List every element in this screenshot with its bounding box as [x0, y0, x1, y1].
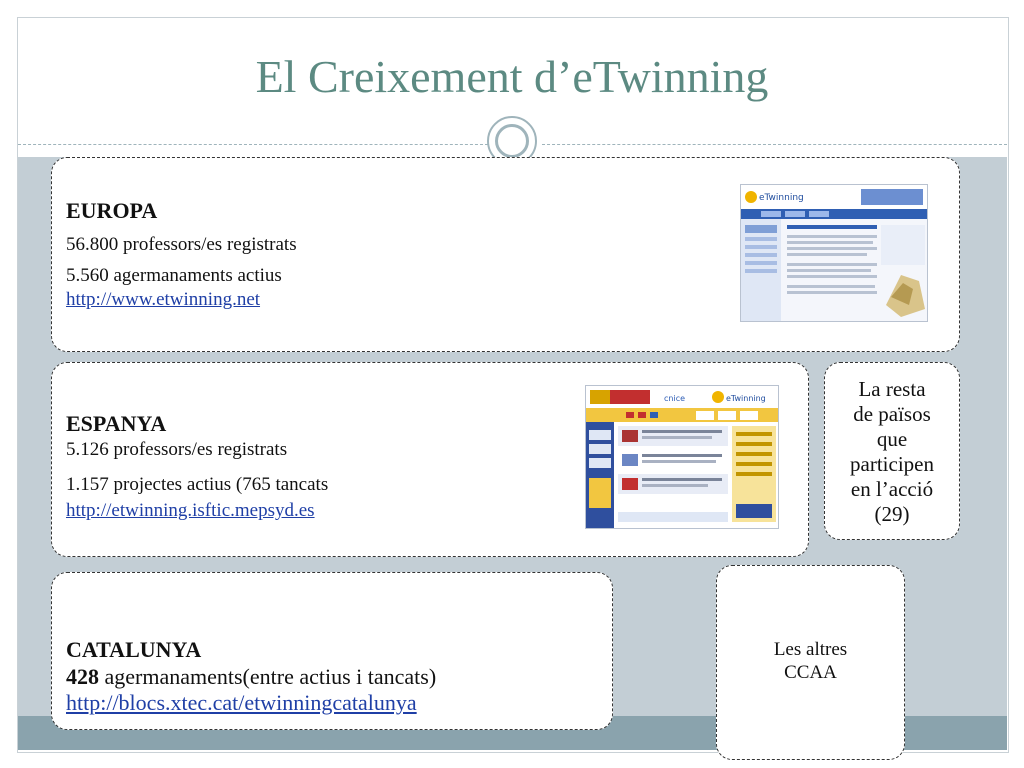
rest-countries-line: en l’acció: [850, 477, 934, 501]
catalunya-partnerships-text: agermanaments(entre actius i tancats): [99, 664, 437, 689]
catalunya-count: 428: [66, 664, 99, 689]
title-divider-left: [18, 144, 488, 145]
title-divider-right: [542, 144, 1007, 145]
catalunya-box: CATALUNYA 428 agermanaments(entre actius…: [51, 572, 613, 730]
catalunya-partnerships: 428 agermanaments(entre actius i tancats…: [66, 664, 436, 690]
other-ccaa-line: Les altres: [773, 639, 848, 660]
svg-text:cnice: cnice: [664, 394, 685, 403]
rest-countries-line: La resta: [858, 377, 926, 401]
espanya-projects: 1.157 projectes actius (765 tancats: [66, 474, 329, 495]
europa-box: EUROPA 56.800 professors/es registrats 5…: [51, 157, 960, 352]
slide-title: El Creixement d’eTwinning: [255, 51, 769, 102]
rest-countries-line: (29): [874, 502, 910, 526]
catalunya-heading: CATALUNYA: [66, 637, 202, 662]
svg-text:eTwinning: eTwinning: [759, 193, 804, 203]
espanya-box: ESPANYA 5.126 professors/es registrats 1…: [51, 362, 809, 557]
rest-countries-text: La resta de països que participen en l’a…: [825, 377, 959, 527]
rest-countries-line: que: [876, 427, 908, 451]
espanya-heading: ESPANYA: [66, 411, 167, 436]
etwinning-spain-screenshot-image: cnice eTwinning: [585, 385, 779, 529]
europa-teachers: 56.800 professors/es registrats: [66, 234, 297, 255]
other-ccaa-line: CCAA: [784, 662, 837, 683]
svg-text:eTwinning: eTwinning: [726, 394, 766, 403]
rest-countries-line: de països: [853, 402, 931, 426]
other-ccaa-box: Les altres CCAA: [716, 565, 905, 760]
etwinning-portal-screenshot-image: eTwinning: [740, 184, 928, 322]
catalunya-link[interactable]: http://blocs.xtec.cat/etwinningcatalunya: [66, 690, 417, 715]
rest-countries-line: participen: [850, 452, 934, 476]
rest-countries-box: La resta de països que participen en l’a…: [824, 362, 960, 540]
espanya-teachers: 5.126 professors/es registrats: [66, 439, 288, 460]
europa-heading: EUROPA: [66, 198, 158, 223]
europa-partnerships: 5.560 agermanaments actius: [66, 265, 282, 286]
other-ccaa-text: Les altres CCAA: [717, 638, 904, 684]
espanya-link[interactable]: http://etwinning.isftic.mepsyd.es: [66, 500, 315, 521]
europa-link[interactable]: http://www.etwinning.net: [66, 289, 261, 310]
